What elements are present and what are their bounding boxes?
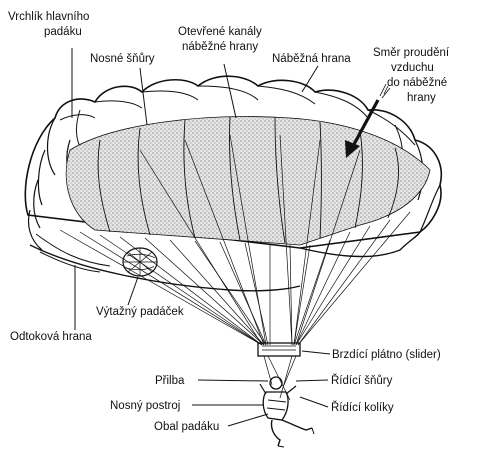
skydiver — [260, 377, 314, 447]
label-airflow-3: do náběžné — [387, 77, 447, 89]
label-toggles: Řídící kolíky — [331, 401, 394, 414]
trailing-edge — [30, 245, 300, 291]
label-suspension-lines: Nosné šňůry — [90, 53, 155, 65]
label-pilot-chute: Výtažný padáček — [96, 306, 184, 318]
label-open-cells-1: Otevřené kanály — [178, 26, 262, 38]
legs — [271, 420, 312, 446]
label-slider: Brzdící plátno (slider) — [332, 349, 441, 361]
label-steering-lines: Řídící šňůry — [331, 374, 393, 387]
label-open-cells-2: náběžné hrany — [182, 41, 258, 53]
label-leading-edge: Náběžná hrana — [272, 53, 351, 65]
label-container: Obal padáku — [154, 421, 219, 433]
label-trailing-edge: Odtoková hrana — [10, 331, 92, 343]
label-canopy-top-1: Vrchlík hlavního — [8, 11, 89, 23]
canopy — [25, 76, 441, 291]
label-canopy-top-2: padáku — [44, 26, 82, 38]
label-helmet: Přilba — [155, 375, 185, 387]
label-harness: Nosný postroj — [110, 400, 180, 412]
label-airflow-2: vzduchu — [391, 62, 434, 74]
canopy-underside — [66, 117, 430, 245]
label-airflow-1: Směr proudění — [373, 47, 450, 59]
harness-container — [263, 392, 288, 420]
label-airflow-4: hrany — [407, 92, 436, 104]
